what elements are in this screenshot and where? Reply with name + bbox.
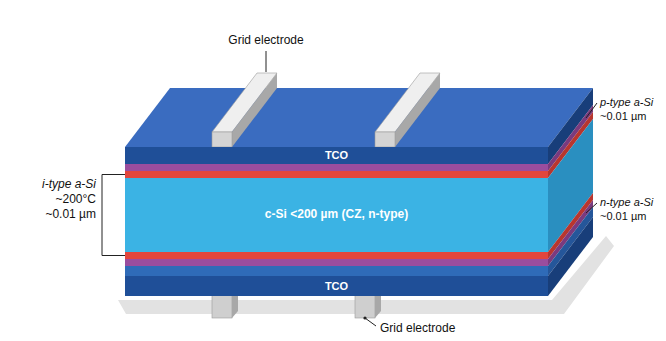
tco-layer: TCO xyxy=(125,276,548,296)
side-layers xyxy=(548,88,593,296)
layer-label: TCO xyxy=(325,149,348,161)
dimension-label: ~0.01 µm xyxy=(600,210,646,223)
part-label: Grid electrode xyxy=(228,34,303,48)
part-label: p-type a-Si xyxy=(600,96,653,109)
top-grid-electrodes xyxy=(212,73,440,147)
temperature-label: ~200°C xyxy=(56,193,97,207)
front-layers xyxy=(125,164,548,276)
tco-layer: TCO xyxy=(125,147,548,164)
layer-label: c-Si <200 µm (CZ, n-type) xyxy=(265,208,408,221)
top-face xyxy=(125,88,593,147)
part-label: Grid electrode xyxy=(380,322,455,336)
dimension-label: ~0.01 µm xyxy=(600,110,646,123)
part-label: n-type a-Si xyxy=(600,196,653,209)
part-label: i-type a-Si xyxy=(42,178,96,192)
leader-dot xyxy=(363,316,366,319)
silicon-wafer-layer: c-Si <200 µm (CZ, n-type) xyxy=(125,178,548,252)
dimension-label: ~0.01 µm xyxy=(45,208,96,222)
layer-label: TCO xyxy=(325,280,348,292)
leader-lines xyxy=(102,51,597,326)
